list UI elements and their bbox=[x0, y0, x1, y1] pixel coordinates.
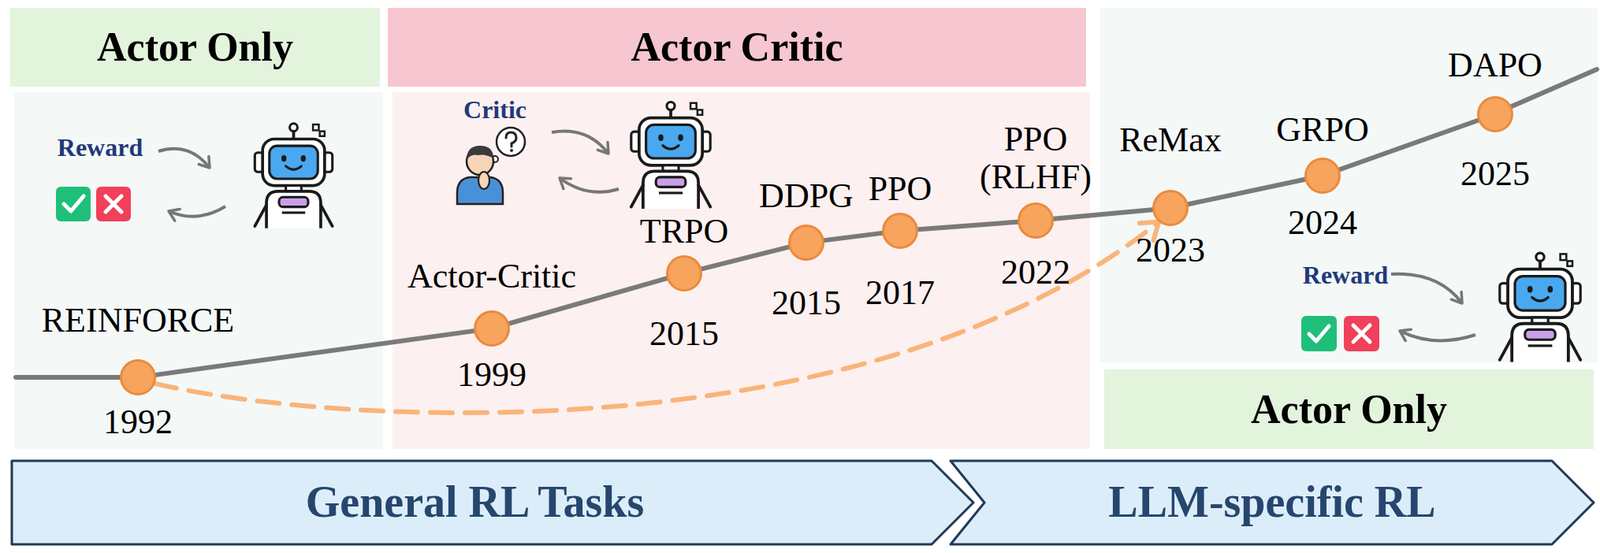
loop-arrow bbox=[1399, 331, 1476, 341]
loop-arrow bbox=[551, 131, 609, 154]
year-label: 1999 bbox=[457, 356, 527, 395]
milestone-dot: TRPO2015 bbox=[666, 255, 703, 292]
year-label: 2017 bbox=[865, 274, 935, 313]
cross-badge bbox=[1343, 316, 1380, 352]
stage-text: LLM-specific RL bbox=[1108, 478, 1436, 528]
critic-person bbox=[496, 127, 525, 157]
icon-label: Reward bbox=[57, 133, 143, 162]
year-label: 2023 bbox=[1135, 231, 1206, 270]
critic-person bbox=[457, 127, 525, 205]
milestone-dot: Actor-Critic1999 bbox=[473, 310, 510, 347]
year-label: 2015 bbox=[649, 315, 719, 354]
year-label: 2022 bbox=[1000, 253, 1071, 292]
milestone-dot: PPO2017 bbox=[881, 212, 919, 250]
cross-mark bbox=[105, 196, 122, 213]
timeline-segment bbox=[918, 222, 1018, 231]
timeline-ends bbox=[15, 69, 1597, 378]
loop-arrow bbox=[158, 148, 210, 168]
check-badge bbox=[1301, 316, 1337, 352]
milestone-dot: ReMax2023 bbox=[1152, 189, 1189, 227]
category-header: Actor Critic bbox=[387, 7, 1087, 87]
milestone-dot: DAPO2025 bbox=[1477, 96, 1514, 133]
method-name: DDPG bbox=[759, 177, 854, 216]
timeline-segment bbox=[824, 233, 882, 241]
header-text: Actor Only bbox=[96, 24, 294, 70]
left-panel bbox=[14, 92, 384, 450]
critic-person bbox=[509, 148, 514, 153]
year-label: 2024 bbox=[1287, 204, 1358, 242]
method-name: PPO (RLHF) bbox=[979, 120, 1092, 197]
robot-icon bbox=[631, 102, 711, 209]
timeline-segment bbox=[1187, 179, 1305, 205]
method-name: GRPO bbox=[1276, 111, 1369, 149]
timeline-segment bbox=[1053, 209, 1153, 220]
critic-person bbox=[466, 145, 494, 160]
category-header: Actor Only bbox=[10, 7, 380, 87]
middle-panel bbox=[392, 92, 1091, 450]
method-name: TRPO bbox=[640, 212, 729, 251]
milestone-dot: GRPO2024 bbox=[1304, 157, 1341, 194]
stage-text: General RL Tasks bbox=[305, 478, 644, 528]
method-name: ReMax bbox=[1119, 121, 1222, 160]
header-text: Actor Only bbox=[1250, 386, 1448, 432]
milestone-dot: DDPG2015 bbox=[788, 224, 825, 261]
method-name: PPO bbox=[868, 170, 933, 209]
chevron-outline bbox=[950, 461, 1594, 545]
robot-icon bbox=[254, 123, 332, 229]
reward-loop-left bbox=[55, 123, 333, 229]
icon-label: Reward bbox=[1302, 261, 1388, 290]
milestone-dot: PPO (RLHF)2022 bbox=[1017, 202, 1054, 239]
robot-icon bbox=[1499, 253, 1581, 362]
year-label: 2025 bbox=[1460, 155, 1530, 194]
loop-arrow bbox=[168, 206, 226, 217]
check-badge bbox=[55, 186, 91, 222]
check-mark bbox=[63, 196, 84, 212]
cross-badge bbox=[96, 186, 131, 222]
stage-arrow: LLM-specific RL bbox=[948, 459, 1596, 547]
right-panel bbox=[1100, 7, 1598, 363]
method-name: REINFORCE bbox=[41, 301, 235, 340]
check-mark bbox=[1309, 326, 1329, 342]
header-text: Actor Critic bbox=[630, 24, 843, 70]
stage-arrow: General RL Tasks bbox=[10, 459, 975, 547]
category-header: Actor Only bbox=[1104, 369, 1594, 450]
reward-loop-right bbox=[1301, 253, 1581, 362]
timeline-start bbox=[15, 375, 120, 380]
loop-arrow bbox=[1391, 274, 1463, 304]
critic-person bbox=[506, 132, 517, 147]
cross-mark bbox=[1353, 325, 1370, 343]
method-name: DAPO bbox=[1447, 46, 1543, 85]
year-label: 2015 bbox=[771, 284, 841, 323]
chevron-outline bbox=[11, 461, 974, 545]
year-label: 1992 bbox=[103, 403, 173, 442]
loop-arrow bbox=[559, 178, 619, 193]
icon-label: Critic bbox=[463, 96, 527, 124]
method-name: Actor-Critic bbox=[407, 257, 577, 296]
milestone-dot: REINFORCE1992 bbox=[119, 359, 157, 396]
critic-person bbox=[478, 171, 490, 190]
